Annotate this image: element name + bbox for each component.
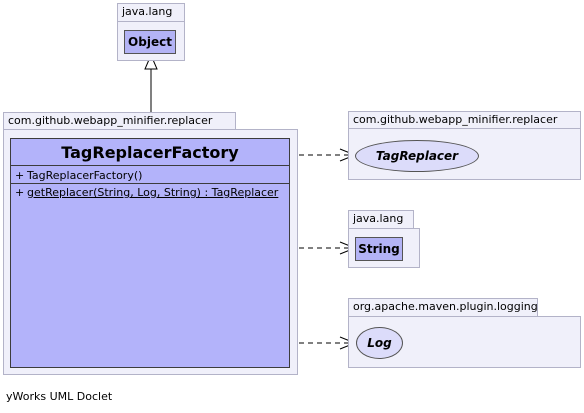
package-label: com.github.webapp_minifier.replacer	[353, 113, 558, 126]
footer-label: yWorks UML Doclet	[6, 390, 113, 403]
inheritance-arrowhead	[144, 53, 158, 70]
method-member[interactable]: +getReplacer(String, Log, String) : TagR…	[15, 186, 278, 199]
package-tab-java-lang-top: java.lang	[117, 3, 185, 22]
constructor-signature: TagReplacerFactory()	[27, 169, 143, 182]
class-string-name: String	[358, 242, 400, 256]
interface-tagreplacer[interactable]: TagReplacer	[355, 140, 479, 172]
class-string[interactable]: String	[355, 237, 403, 261]
class-title: TagReplacerFactory	[61, 143, 239, 162]
package-tab-replacer-main: com.github.webapp_minifier.replacer	[3, 112, 236, 130]
constructor-member[interactable]: +TagReplacerFactory()	[15, 169, 142, 182]
visibility-marker: +	[15, 169, 25, 182]
interface-log[interactable]: Log	[356, 327, 403, 359]
class-object[interactable]: Object	[124, 30, 176, 54]
class-tagreplacerfactory[interactable]: TagReplacerFactory +TagReplacerFactory()…	[10, 138, 290, 368]
package-tab-maven-logging: org.apache.maven.plugin.logging	[348, 298, 538, 317]
interface-name: TagReplacer	[375, 149, 459, 163]
method-signature: getReplacer(String, Log, String) : TagRe…	[27, 186, 279, 199]
package-tab-java-lang-right: java.lang	[348, 210, 414, 229]
package-label: org.apache.maven.plugin.logging	[353, 300, 538, 313]
class-divider-methods	[11, 183, 289, 184]
package-tab-replacer-right: com.github.webapp_minifier.replacer	[348, 111, 581, 129]
package-label: java.lang	[122, 5, 173, 18]
package-label: com.github.webapp_minifier.replacer	[8, 114, 213, 127]
visibility-marker: +	[15, 186, 25, 199]
class-object-name: Object	[128, 35, 172, 49]
interface-name: Log	[367, 336, 392, 350]
package-label: java.lang	[353, 212, 404, 225]
class-divider-attributes	[11, 165, 289, 166]
